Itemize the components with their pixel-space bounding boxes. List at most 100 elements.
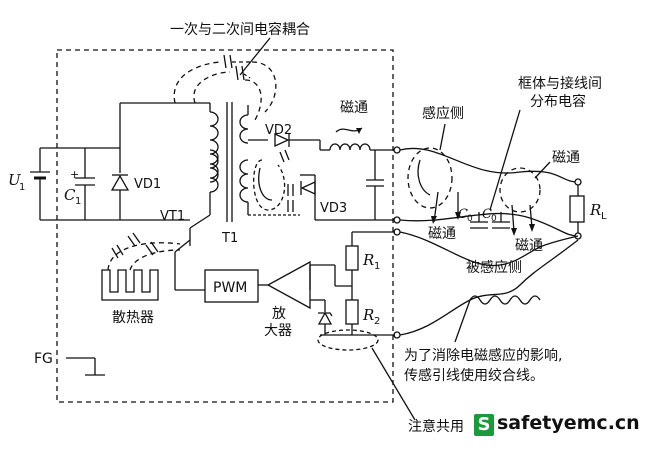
coupling-leader [239, 37, 271, 76]
induce-oval [407, 147, 453, 209]
frame-cap-line2: 分布电容 [530, 93, 586, 110]
sense-twist [469, 295, 541, 305]
coupling-arc-2 [193, 71, 231, 104]
r1-resistor [345, 245, 359, 271]
coupling-arc-1 [173, 61, 223, 104]
amplifier-triangle [266, 260, 311, 310]
coupling-cap-b1 [235, 65, 239, 81]
choke-coil [329, 143, 371, 151]
coupling-cap-a2 [229, 54, 233, 69]
hs-cap-2b [150, 241, 159, 253]
flux-bottom-right-label: 磁通 [515, 238, 543, 254]
induce-leader [439, 123, 446, 151]
coupling-cap-a1 [223, 54, 227, 69]
note-leader-common [371, 347, 416, 421]
c1-plus: + [70, 168, 79, 181]
vd2-symbol [274, 132, 290, 148]
sec-cap-3a [279, 151, 285, 163]
flux-top-label: 磁通 [340, 100, 368, 116]
r2-resistor [345, 299, 359, 325]
u1-label: U [8, 171, 22, 189]
secondary-loop-dashed [252, 159, 286, 211]
load-wire-top [399, 147, 579, 183]
note-line-2: 传感引线使用绞合线。 [404, 367, 544, 384]
flux-top-arrowhead [356, 128, 362, 134]
c0a-sub: 0 [467, 214, 473, 224]
hs-cap-1a [127, 235, 136, 247]
secondary-lower-coil [239, 159, 249, 203]
flux-bottom-left-label: 磁通 [428, 226, 456, 242]
flux-arrowhead-2 [455, 212, 461, 220]
frame-cap-line1: 框体与接线间 [518, 75, 602, 92]
hs-cap-3a [111, 247, 119, 259]
hs-cap-2a [145, 244, 154, 256]
common-ground-oval [317, 329, 379, 351]
flux-right-label: 磁通 [552, 150, 580, 166]
heatsink-coupling-1 [107, 242, 181, 271]
vt1-collector [189, 214, 211, 229]
u1-sub: 1 [19, 182, 25, 193]
flux-arrowhead-1 [431, 216, 437, 224]
pwm-label: PWM [213, 280, 247, 296]
r2-sub: 2 [374, 316, 380, 327]
zener-symbol [317, 311, 333, 325]
vd3-label: VD3 [320, 201, 347, 216]
vd1-label: VD1 [134, 177, 161, 192]
sense-wire-a [399, 231, 579, 267]
induced-side-label: 被感应侧 [466, 259, 522, 276]
coupling-cap-b2 [241, 65, 245, 81]
flux-arrowhead-3 [511, 228, 517, 236]
r1-label: R [362, 251, 374, 269]
r1-sub: 1 [374, 261, 380, 272]
induce-side-label: 感应侧 [422, 105, 464, 122]
primary-lower-coil [209, 149, 219, 193]
vd1-symbol [110, 174, 130, 191]
c0b-sub: 0 [491, 214, 497, 224]
vd3-symbol [300, 180, 316, 196]
flux-arrowhead-4 [529, 224, 535, 232]
primary-upper-coil [209, 111, 219, 183]
enclosure-frame [56, 49, 394, 403]
vt1-emitter [174, 239, 191, 253]
amp-label-2: 大器 [264, 323, 292, 339]
secondary-loop-solid [258, 167, 273, 201]
coupling-arc-4 [244, 79, 262, 121]
watermark-text: safetyemc.cn [497, 412, 640, 434]
c0b-label: C [482, 207, 492, 222]
note-line-3: 注意共用 [408, 418, 464, 435]
terminal-bottom [393, 216, 401, 224]
zener-bar [318, 312, 333, 317]
hs-cap-1b [132, 232, 141, 244]
amp-label-1: 放 [272, 306, 286, 322]
load-wire-bottom [399, 212, 579, 237]
sec-cap-3b [284, 149, 290, 161]
vt1-label: VT1 [160, 209, 185, 224]
frame-cap-leader [489, 109, 521, 211]
c1-label: C [64, 186, 76, 204]
vd2-label: VD2 [265, 123, 292, 138]
rl-label: R [589, 201, 601, 219]
rl-sub: L [601, 211, 607, 222]
heatsink-label: 散热器 [112, 310, 154, 326]
note-leader-twist [454, 299, 471, 343]
terminal-top [393, 146, 401, 154]
sense-wire-b [399, 239, 579, 336]
load-terminal-top [574, 178, 582, 186]
pwm-block [204, 269, 259, 303]
rl-resistor [569, 195, 585, 223]
c0a-label: C [458, 207, 468, 222]
flux-oval-right [499, 167, 541, 213]
fg-label: FG [34, 351, 53, 367]
hs-cap-3b [116, 244, 124, 256]
heatsink-shape [101, 269, 159, 301]
secondary-upper-coil [239, 114, 249, 144]
t1-label: T1 [221, 231, 238, 246]
heatsink-coupling-2 [129, 249, 181, 271]
r2-label: R [362, 306, 374, 324]
c1-sub: 1 [75, 196, 81, 207]
note-line-1: 为了消除电磁感应的影响, [404, 347, 562, 364]
induce-swirl [417, 159, 431, 196]
coupling-cap-link-b [243, 73, 251, 79]
